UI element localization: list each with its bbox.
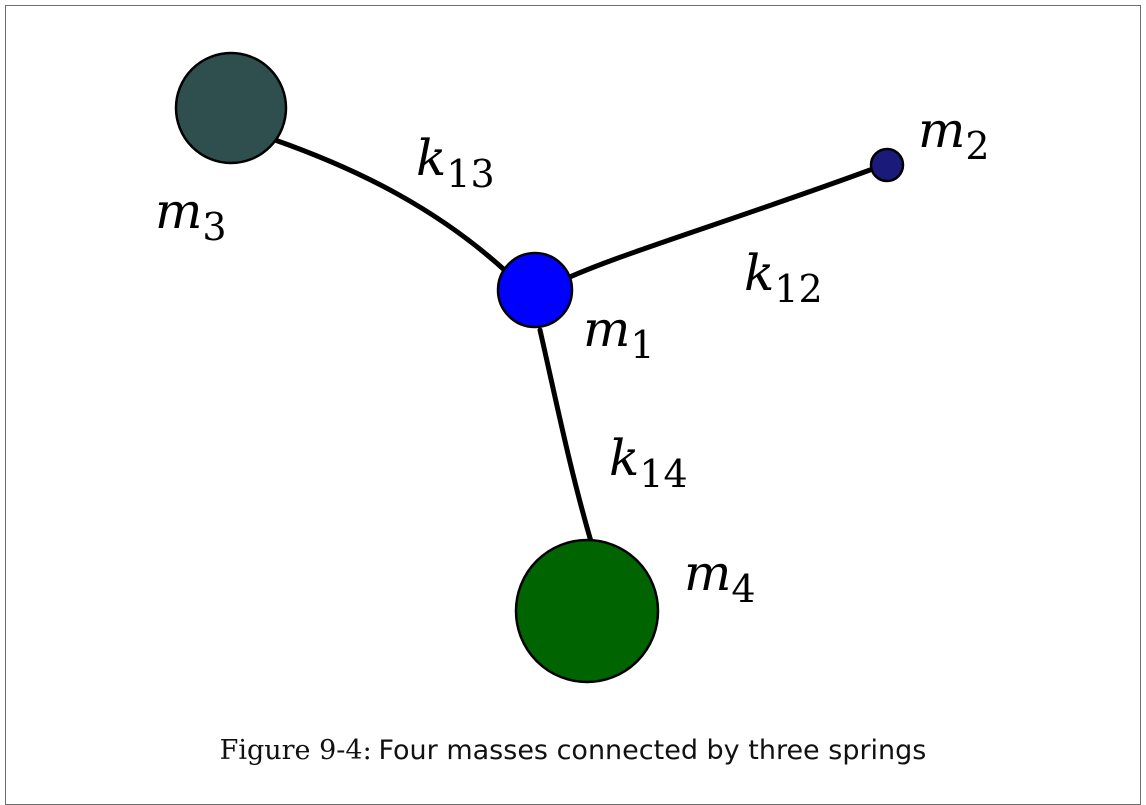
spring-k13 bbox=[272, 137, 513, 278]
label-k12: k12 bbox=[744, 244, 823, 311]
mass-m3 bbox=[174, 51, 288, 165]
figure-caption: Figure 9-4: Four masses connected by thr… bbox=[0, 735, 1146, 766]
label-m3: m3 bbox=[155, 182, 227, 249]
spring-k14 bbox=[537, 327, 595, 548]
mass-m4 bbox=[514, 538, 660, 684]
label-k14: k14 bbox=[609, 429, 688, 496]
label-k13: k13 bbox=[416, 129, 495, 196]
caption-text: Four masses connected by three springs bbox=[378, 735, 927, 766]
label-m4: m4 bbox=[684, 544, 756, 611]
spring-k12 bbox=[550, 167, 873, 288]
mass-m2 bbox=[869, 147, 905, 183]
label-m2: m2 bbox=[918, 101, 990, 168]
mass-m1 bbox=[496, 251, 574, 329]
label-m1: m1 bbox=[583, 300, 655, 367]
caption-prefix: Figure 9-4: bbox=[219, 735, 372, 766]
